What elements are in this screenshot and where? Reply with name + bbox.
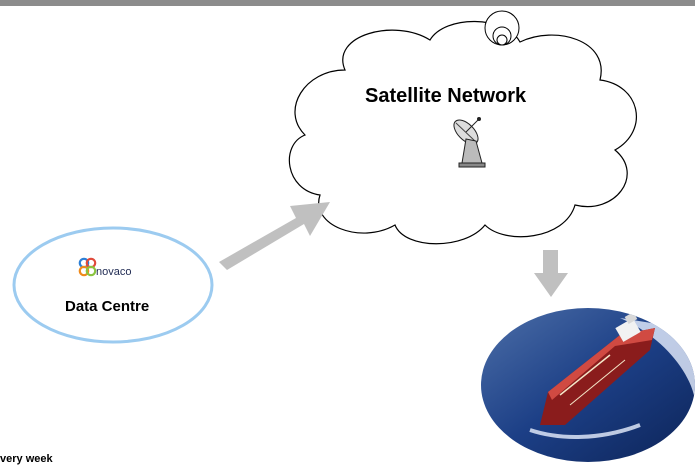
downlink-arrow <box>534 250 568 297</box>
uplink-arrow <box>219 202 330 270</box>
novaco-logo-icon <box>78 257 97 277</box>
satellite-dish-icon <box>453 117 486 168</box>
top-rule <box>0 0 695 6</box>
data-centre-ellipse <box>12 226 214 344</box>
data-centre-title: Data Centre <box>65 298 150 315</box>
cloud-title: Satellite Network <box>365 85 527 107</box>
footer-text: very week <box>0 453 53 465</box>
brand-name: novaco <box>96 266 132 278</box>
ship-photo <box>481 308 695 462</box>
